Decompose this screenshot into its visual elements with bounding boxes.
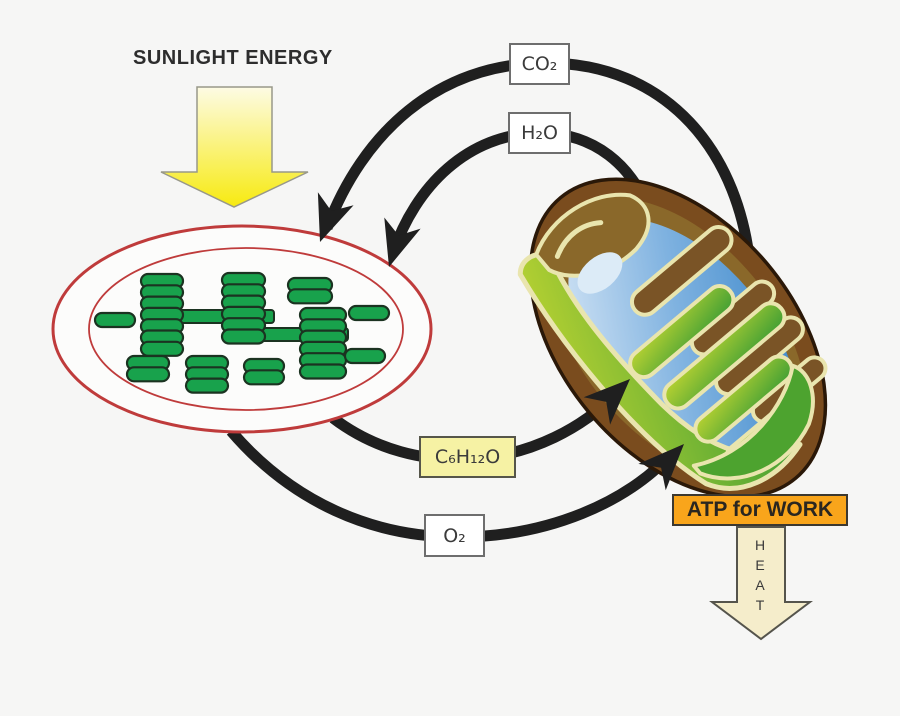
granum-thylakoid [125,366,171,383]
atp-for-work-banner: ATP for WORK [672,494,848,526]
chloroplast-illustration [51,224,433,434]
o2-label-box: O₂ [424,514,485,557]
cycle-arrowheads [317,192,684,491]
mitochondrion-illustration [517,177,828,499]
arrowhead-into-mitochondrion-glucose [583,379,630,425]
heat-label: HEAT [752,537,768,617]
chloroplast-inner-membrane [88,247,404,411]
mito-top-squiggle [554,220,604,259]
sunlight-energy-title: SUNLIGHT ENERGY [133,47,333,69]
granum-thylakoid [286,288,334,305]
granum-thylakoid [184,377,230,394]
co2-label-box: CO₂ [509,43,570,85]
h2o-label: H₂O [521,122,558,144]
granum-thylakoid [220,328,267,345]
arrowhead-into-mitochondrion-o2 [638,444,684,491]
heat-arrow-icon [709,526,813,641]
granum-thylakoid [139,340,185,357]
sunlight-arrow-icon [160,86,309,208]
atp-label: ATP for WORK [686,498,834,521]
glucose-label-box: C₆H₁₂O [419,436,516,478]
arrowhead-into-chloroplast-co2 [317,192,354,242]
granum-thylakoid [93,311,137,329]
mito-bottom-green-band [691,363,815,481]
co2-label: CO₂ [521,53,558,75]
glucose-label: C₆H₁₂O [434,446,501,468]
grana-stacks [93,271,391,394]
mito-cristae-brown-folds [629,225,828,424]
granum-thylakoid [242,369,286,386]
granum-thylakoid [343,347,387,365]
granum-thylakoid [298,363,348,380]
arrowhead-into-chloroplast-h2o [384,217,421,267]
o2-label: O₂ [443,524,466,547]
granum-thylakoid [347,304,391,322]
mito-top-blue-patch [577,252,623,294]
h2o-label-box: H₂O [508,112,571,154]
